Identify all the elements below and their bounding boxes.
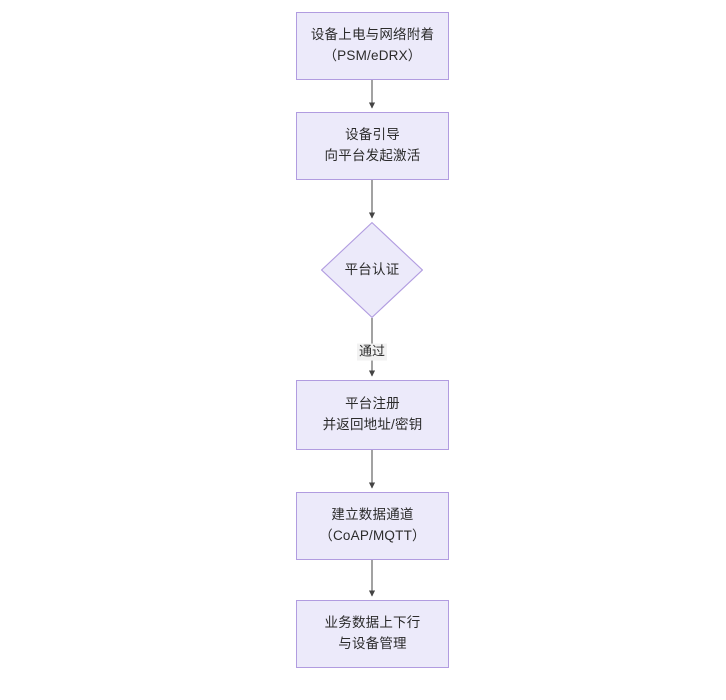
node-platform-registration[interactable]: 平台注册 并返回地址/密钥 [296,380,449,450]
diamond-shape [321,222,423,318]
node-label: 建立数据通道 （CoAP/MQTT） [319,507,426,543]
node-device-bootstrap[interactable]: 设备引导 向平台发起激活 [296,112,449,180]
node-label: 设备上电与网络附着 （PSM/eDRX） [310,27,435,63]
node-platform-authentication[interactable]: 平台认证 [321,222,423,318]
node-business-data-and-device-management[interactable]: 业务数据上下行 与设备管理 [296,600,449,668]
node-label: 平台注册 并返回地址/密钥 [322,396,423,432]
edge-label-pass: 通过 [356,343,388,361]
node-label: 平台认证 [344,261,400,277]
node-device-power-on[interactable]: 设备上电与网络附着 （PSM/eDRX） [296,12,449,80]
node-establish-data-channel[interactable]: 建立数据通道 （CoAP/MQTT） [296,492,449,560]
node-label: 业务数据上下行 与设备管理 [324,615,421,651]
node-label: 设备引导 向平台发起激活 [324,127,421,163]
